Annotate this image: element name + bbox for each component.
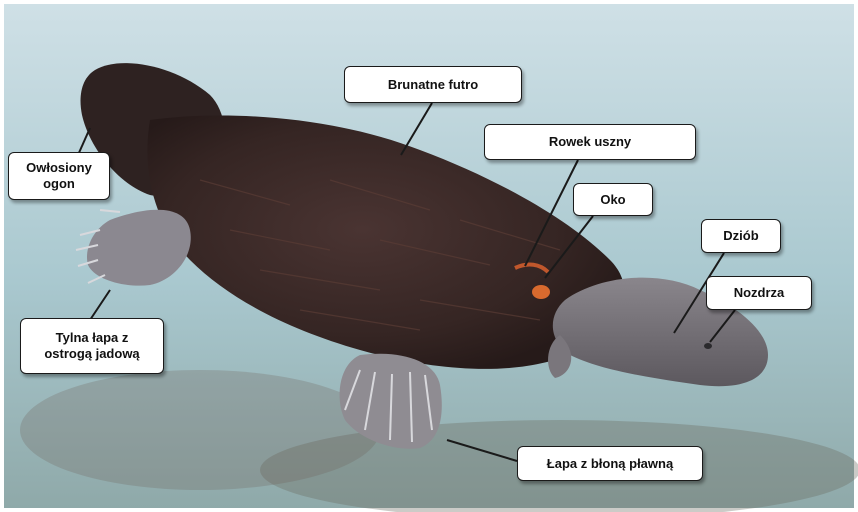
label-nozdrza: Nozdrza (706, 276, 812, 310)
label-owlosiony-ogon: Owłosiony ogon (8, 152, 110, 200)
label-rowek-uszny: Rowek uszny (484, 124, 696, 160)
label-dziob: Dziób (701, 219, 781, 253)
label-lapa-z-blona: Łapa z błoną pławną (517, 446, 703, 481)
eye (532, 285, 550, 299)
label-tylna-lapa: Tylna łapa z ostrogą jadową (20, 318, 164, 374)
nostril (704, 343, 712, 349)
label-brunatne-futro: Brunatne futro (344, 66, 522, 103)
label-oko: Oko (573, 183, 653, 216)
riverbed-shadow-left (20, 370, 380, 490)
